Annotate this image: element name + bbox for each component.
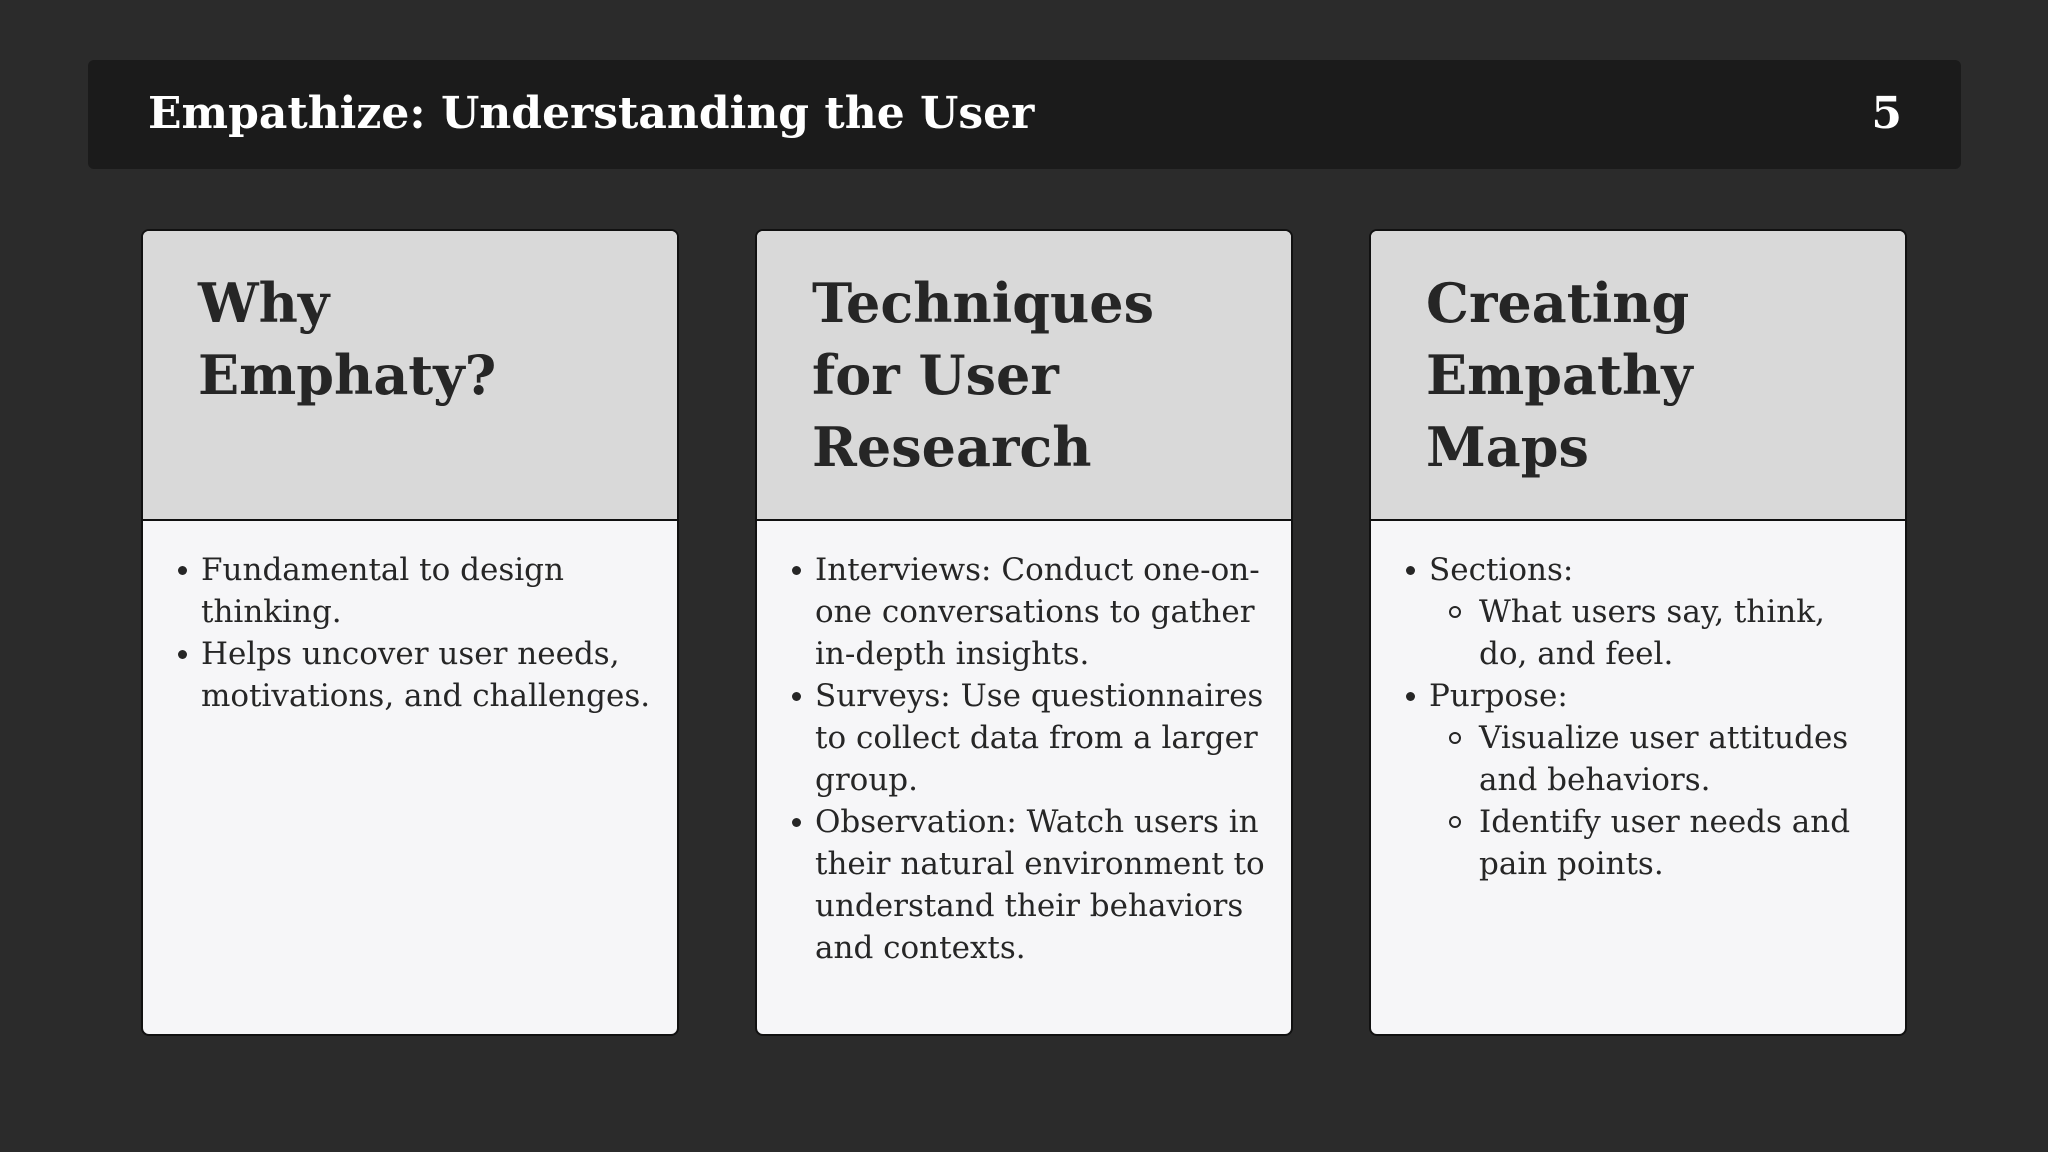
bullet-list: Fundamental to design thinking. Helps un… bbox=[171, 549, 653, 717]
slide-title: Empathize: Understanding the User bbox=[148, 88, 1035, 139]
list-item: Interviews: Conduct one-on-one conversat… bbox=[785, 549, 1267, 675]
sub-list-item-text: Identify user needs and pain points. bbox=[1479, 804, 1851, 882]
bullet-icon bbox=[792, 818, 801, 827]
hollow-bullet-icon bbox=[1449, 816, 1461, 828]
list-item: Observation: Watch users in their natura… bbox=[785, 801, 1267, 969]
sub-list-item-text: What users say, think, do, and feel. bbox=[1479, 594, 1825, 672]
sub-list: What users say, think, do, and feel. bbox=[1429, 591, 1881, 675]
card-empathy-maps: Creating Empathy Maps Sections: What use… bbox=[1369, 229, 1907, 1036]
list-item: Fundamental to design thinking. bbox=[171, 549, 653, 633]
card-body: Fundamental to design thinking. Helps un… bbox=[143, 521, 677, 717]
hollow-bullet-icon bbox=[1449, 606, 1461, 618]
list-item: Purpose: Visualize user attitudes and be… bbox=[1399, 675, 1881, 885]
bullet-icon bbox=[1406, 692, 1415, 701]
page-number: 5 bbox=[1871, 88, 1902, 139]
title-bar: Empathize: Understanding the User 5 bbox=[88, 60, 1961, 169]
card-user-research: Techniques for User Research Interviews:… bbox=[755, 229, 1293, 1036]
card-body: Sections: What users say, think, do, and… bbox=[1371, 521, 1905, 885]
card-body: Interviews: Conduct one-on-one conversat… bbox=[757, 521, 1291, 969]
card-header: Techniques for User Research bbox=[757, 231, 1291, 521]
list-item-text: Fundamental to design thinking. bbox=[201, 552, 564, 630]
list-item-text: Helps uncover user needs, motivations, a… bbox=[201, 636, 651, 714]
card-why-empathy: Why Emphaty? Fundamental to design think… bbox=[141, 229, 679, 1036]
card-title: Why Emphaty? bbox=[198, 271, 497, 407]
list-item-text: Interviews: Conduct one-on-one conversat… bbox=[815, 552, 1260, 672]
bullet-list: Interviews: Conduct one-on-one conversat… bbox=[785, 549, 1267, 969]
list-item: Sections: What users say, think, do, and… bbox=[1399, 549, 1881, 675]
sub-list-item-text: Visualize user attitudes and behaviors. bbox=[1479, 720, 1849, 798]
bullet-icon bbox=[792, 566, 801, 575]
sub-list: Visualize user attitudes and behaviors. … bbox=[1429, 717, 1881, 885]
list-item: Helps uncover user needs, motivations, a… bbox=[171, 633, 653, 717]
card-title: Creating Empathy Maps bbox=[1426, 271, 1693, 479]
bullet-icon bbox=[792, 692, 801, 701]
sub-list-item: Identify user needs and pain points. bbox=[1429, 801, 1881, 885]
bullet-icon bbox=[178, 650, 187, 659]
hollow-bullet-icon bbox=[1449, 732, 1461, 744]
list-item: Surveys: Use questionnaires to collect d… bbox=[785, 675, 1267, 801]
sub-list-item: Visualize user attitudes and behaviors. bbox=[1429, 717, 1881, 801]
card-title: Techniques for User Research bbox=[812, 271, 1155, 479]
bullet-list: Sections: What users say, think, do, and… bbox=[1399, 549, 1881, 885]
list-item-text: Sections: bbox=[1429, 552, 1574, 588]
bullet-icon bbox=[1406, 566, 1415, 575]
card-header: Why Emphaty? bbox=[143, 231, 677, 521]
card-header: Creating Empathy Maps bbox=[1371, 231, 1905, 521]
sub-list-item: What users say, think, do, and feel. bbox=[1429, 591, 1881, 675]
list-item-text: Observation: Watch users in their natura… bbox=[815, 804, 1265, 966]
list-item-text: Purpose: bbox=[1429, 678, 1568, 714]
bullet-icon bbox=[178, 566, 187, 575]
list-item-text: Surveys: Use questionnaires to collect d… bbox=[815, 678, 1264, 798]
